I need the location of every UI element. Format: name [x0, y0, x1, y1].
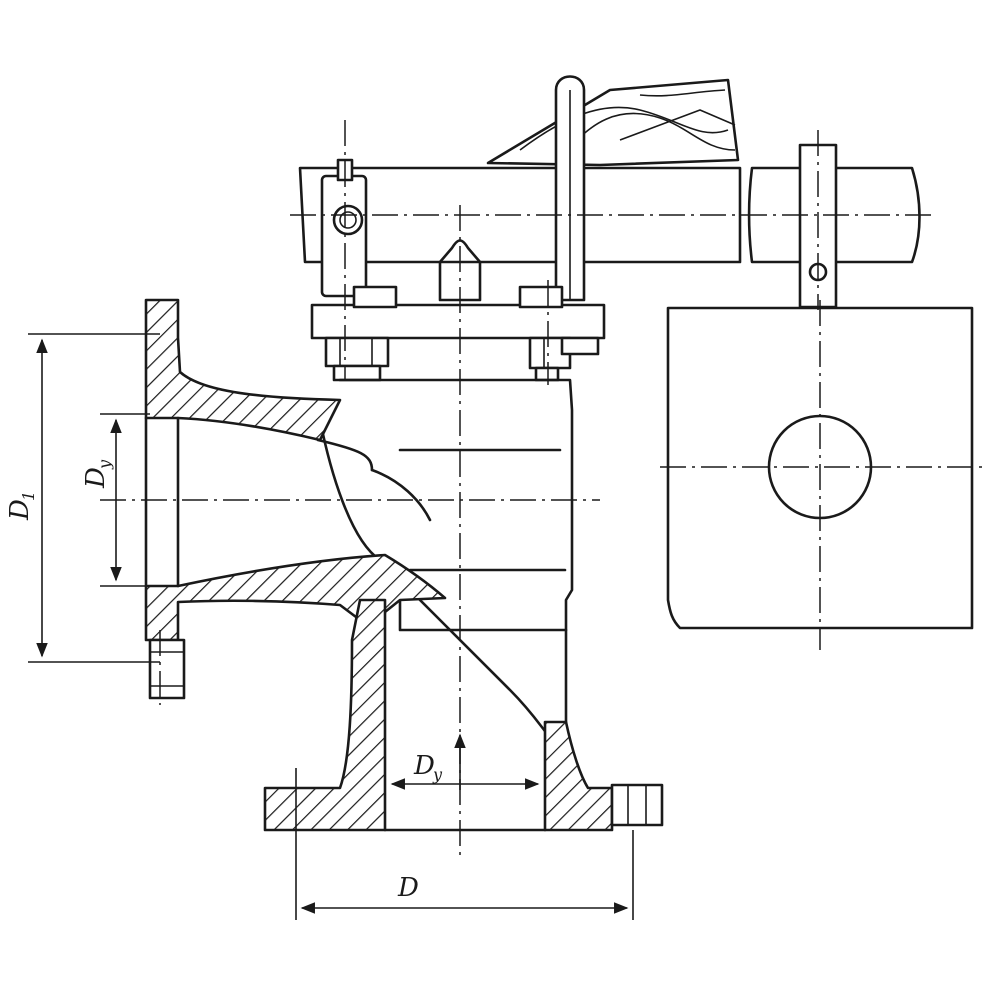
- dimension-d1: [28, 333, 160, 663]
- centerlines: [100, 120, 985, 860]
- svg-text:1: 1: [19, 491, 38, 501]
- lever-arm: [298, 166, 921, 264]
- wood-block: [486, 78, 740, 167]
- pivot-link: [320, 158, 368, 298]
- pivot-pin-icon: [332, 204, 364, 236]
- dimension-dy-inlet: [100, 413, 150, 587]
- label-dy-inlet: D y: [81, 459, 114, 489]
- svg-text:D: D: [5, 499, 35, 521]
- inlet-flange-section: [144, 298, 447, 700]
- guide-bolt: [554, 75, 586, 302]
- stem-tip: [438, 239, 482, 302]
- dimension-dy-outlet: [390, 733, 540, 790]
- svg-text:D: D: [397, 873, 419, 903]
- label-d: D: [397, 873, 419, 903]
- dimension-d: [295, 768, 634, 920]
- label-dy-outlet: D y: [413, 751, 443, 784]
- svg-text:y: y: [432, 765, 443, 784]
- outlet-flange-section: [263, 598, 664, 832]
- svg-text:D: D: [413, 751, 435, 781]
- label-d1: D 1: [5, 491, 38, 521]
- svg-text:y: y: [95, 459, 114, 470]
- svg-text:D: D: [81, 467, 111, 489]
